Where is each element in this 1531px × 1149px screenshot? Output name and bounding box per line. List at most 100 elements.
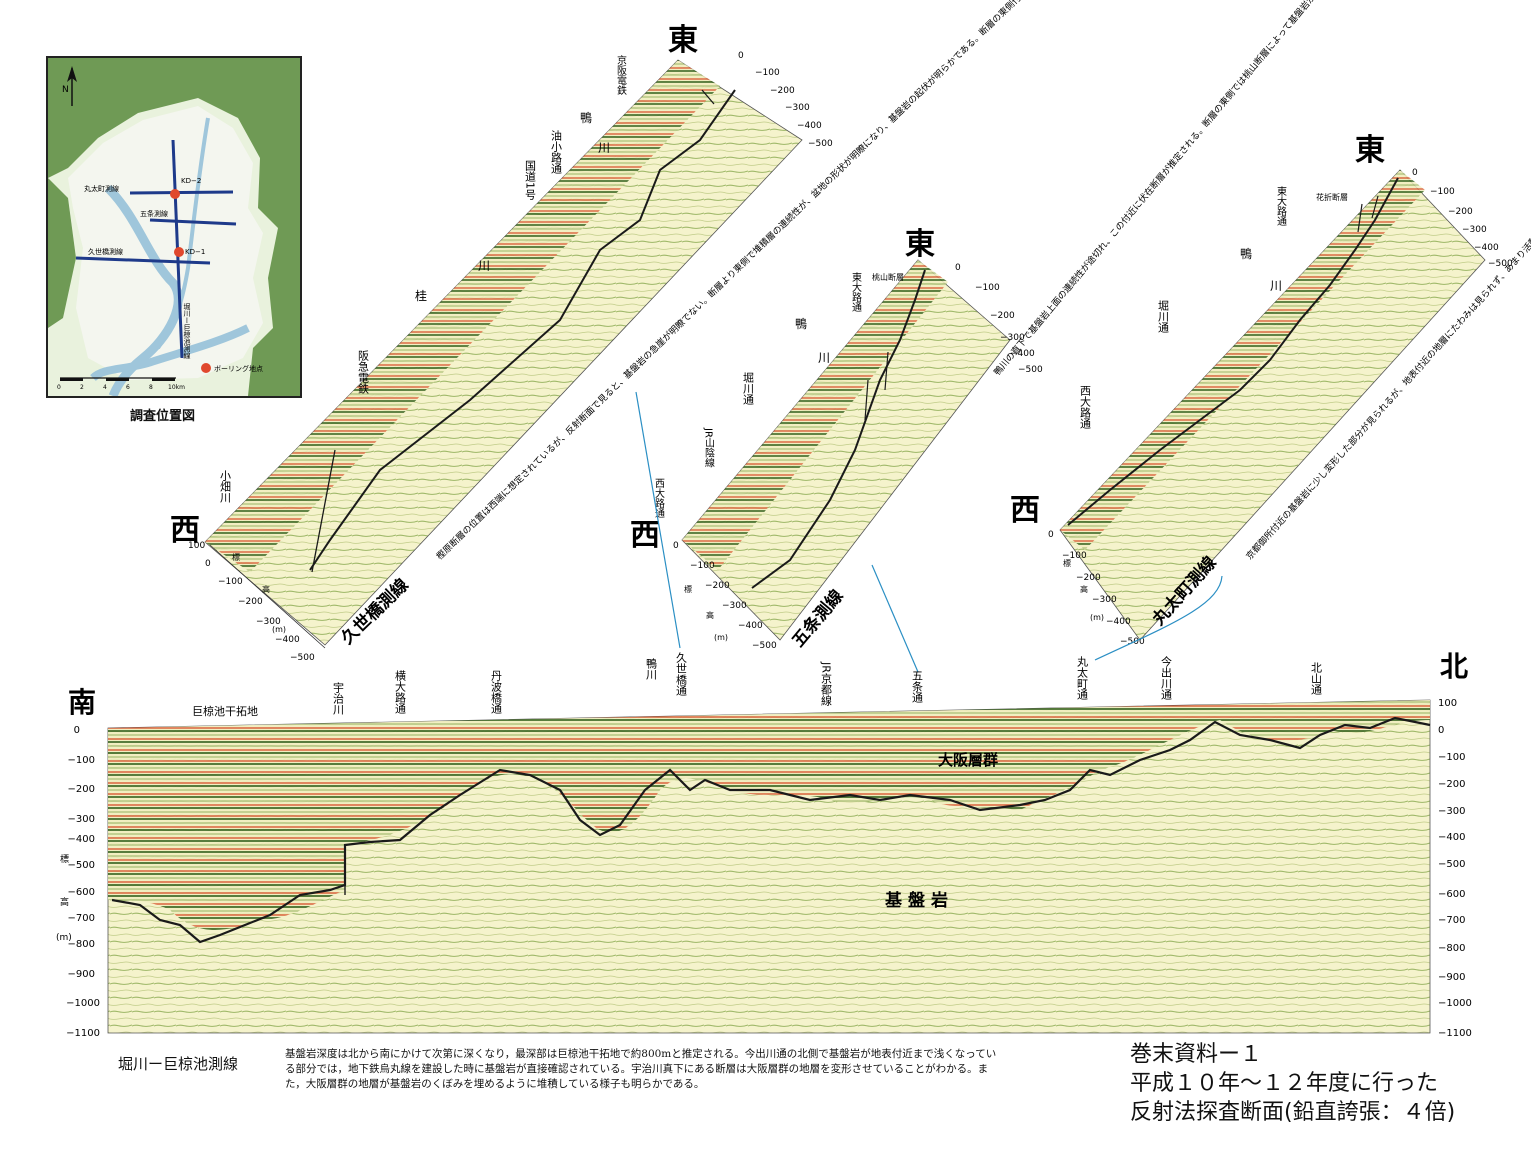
gojo-line <box>149 218 237 226</box>
svg-text:−100: −100 <box>1062 551 1087 561</box>
kuze-landmark-obata: 小畑川 <box>219 470 232 503</box>
svg-text:−600: −600 <box>68 887 95 898</box>
svg-text:0: 0 <box>738 51 744 61</box>
svg-text:0: 0 <box>673 541 679 551</box>
svg-text:−300: −300 <box>1462 225 1487 235</box>
gojo-fault-line-2 <box>884 351 889 391</box>
kuze-landmark-keihan: 京阪電鉄 <box>615 54 627 96</box>
svg-text:標: 標 <box>1063 558 1071 568</box>
kuze-sediment-layer <box>205 60 720 572</box>
location-map: KD−2 KD−1 丸太町測線 五条測線 久世橋測線 ボーリング地点 堀川ー巨椋… <box>46 56 302 398</box>
main-south-label: 南 <box>68 686 96 719</box>
gojo-section-panel <box>681 259 1011 641</box>
legend-borehole-label: ボーリング地点 <box>214 364 263 373</box>
svg-text:8: 8 <box>149 384 153 391</box>
kuze-basement-line <box>309 89 736 571</box>
main-label-tanbabashi: 丹波橋通 <box>490 670 503 714</box>
connector-gojo <box>871 564 919 673</box>
svg-text:−1000: −1000 <box>66 998 100 1009</box>
appendix-line-3: 反射法探査断面(鉛直誇張：４倍) <box>1130 1100 1456 1125</box>
svg-text:−100: −100 <box>68 755 95 766</box>
svg-text:−700: −700 <box>1438 915 1465 926</box>
gojo-landmark-jr: JR山陰線 <box>703 427 715 468</box>
marutamachi-landmark-kamo: 鴨 <box>1240 247 1252 261</box>
svg-text:−400: −400 <box>68 834 95 845</box>
svg-text:−700: −700 <box>68 913 95 924</box>
svg-text:−300: −300 <box>1092 595 1117 605</box>
svg-text:標: 標 <box>232 552 240 562</box>
svg-text:−200: −200 <box>68 784 95 795</box>
kuze-landmark-katsura-river: 川 <box>478 259 490 273</box>
gojo-landmark-horikawa: 堀川通 <box>742 372 755 405</box>
svg-text:−500: −500 <box>1018 365 1043 375</box>
kuze-line <box>75 256 211 265</box>
svg-text:−1000: −1000 <box>1438 998 1472 1009</box>
svg-text:−100: −100 <box>1438 752 1465 763</box>
svg-text:−100: −100 <box>975 283 1000 293</box>
main-north-label: 北 <box>1440 650 1468 683</box>
main-description: 基盤岩深度は北から南にかけて次第に深くなり，最深部は巨椋池干拓地で約800mと推… <box>285 1048 997 1090</box>
legend-borehole-marker <box>201 363 211 373</box>
appendix-line-1: 巻末資料ー１ <box>1130 1042 1263 1067</box>
main-label-yokooji: 横大路通 <box>394 669 407 714</box>
connector-marutamachi <box>1094 575 1223 661</box>
gojo-left-axis: 0 −100 −200 −300 −400 −500 標 高 (m) <box>673 541 777 651</box>
svg-text:−300: −300 <box>1438 806 1465 817</box>
main-sediment-layer <box>108 700 1430 930</box>
svg-text:0: 0 <box>1412 168 1418 178</box>
svg-text:(m): (m) <box>714 633 728 642</box>
kuze-landmark-katsura: 桂 <box>415 288 427 303</box>
location-map-svg: KD−2 KD−1 丸太町測線 五条測線 久世橋測線 ボーリング地点 堀川ー巨椋… <box>48 58 300 396</box>
gojo-sediment-layer <box>682 260 948 570</box>
main-label-kamogawa: 鴨川 <box>645 657 658 680</box>
svg-text:−800: −800 <box>68 939 95 950</box>
svg-text:−400: −400 <box>1106 617 1131 627</box>
main-label-marutamachi: 丸太町通 <box>1076 656 1089 700</box>
north-arrow-icon: N <box>62 66 77 106</box>
gojo-right-axis: 0 −100 −200 −300 −400 −500 <box>955 263 1043 375</box>
scale-bar: 0 2 4 6 8 10km <box>57 377 185 391</box>
main-label-kuzebashi: 久世橋通 <box>675 652 688 696</box>
main-label-jr: JR京都線 <box>820 661 833 706</box>
appendix-block: 巻末資料ー１ 平成１０年〜１２年度に行った 反射法探査断面(鉛直誇張：４倍) <box>1130 1040 1455 1127</box>
svg-text:−400: −400 <box>275 635 300 645</box>
svg-text:(m): (m) <box>1090 613 1104 622</box>
svg-text:−300: −300 <box>256 617 281 627</box>
svg-text:6: 6 <box>126 384 130 391</box>
basement-label: 基盤岩 <box>884 890 954 911</box>
marutamachi-east-label: 東 <box>1355 133 1385 168</box>
svg-text:−500: −500 <box>290 653 315 663</box>
main-basement-line <box>111 716 1431 944</box>
kuze-landmark-route1: 国道1号 <box>524 160 537 201</box>
appendix-line-2: 平成１０年〜１２年度に行った <box>1130 1071 1439 1096</box>
svg-text:−900: −900 <box>68 969 95 980</box>
marutamachi-landmark-kamo-river: 川 <box>1270 279 1282 293</box>
main-label-uji: 宇治川 <box>332 682 345 715</box>
svg-text:標: 標 <box>60 853 69 865</box>
map-label-horikawa: 堀川ー巨椋池測線 <box>183 302 191 359</box>
borehole-kd1-label: KD−1 <box>185 248 205 256</box>
kuze-landmark-kamo-river: 川 <box>598 141 610 155</box>
svg-text:−300: −300 <box>722 601 747 611</box>
svg-text:高: 高 <box>1080 584 1088 594</box>
svg-text:−100: −100 <box>755 68 780 78</box>
svg-text:(m): (m) <box>56 933 72 943</box>
svg-text:−300: −300 <box>1000 333 1025 343</box>
gojo-east-label: 東 <box>905 227 935 262</box>
svg-text:−500: −500 <box>808 139 833 149</box>
svg-text:−800: −800 <box>1438 943 1465 954</box>
marutamachi-right-axis: 0 −100 −200 −300 −400 −500 <box>1412 168 1513 269</box>
svg-text:0: 0 <box>57 384 61 391</box>
svg-text:−400: −400 <box>1010 349 1035 359</box>
svg-text:−500: −500 <box>752 641 777 651</box>
gojo-landmark-kamo-river: 川 <box>818 351 830 365</box>
main-right-axis: 100 0 −100 −200 −300 −400 −500 −600 −700… <box>1438 698 1472 1039</box>
uji-river <box>90 324 250 382</box>
kuze-west-label: 西 <box>170 513 200 548</box>
mountain-area <box>48 58 300 396</box>
svg-text:−500: −500 <box>68 860 95 871</box>
svg-text:0: 0 <box>74 725 80 736</box>
svg-text:高: 高 <box>262 584 270 594</box>
svg-text:−200: −200 <box>770 86 795 96</box>
